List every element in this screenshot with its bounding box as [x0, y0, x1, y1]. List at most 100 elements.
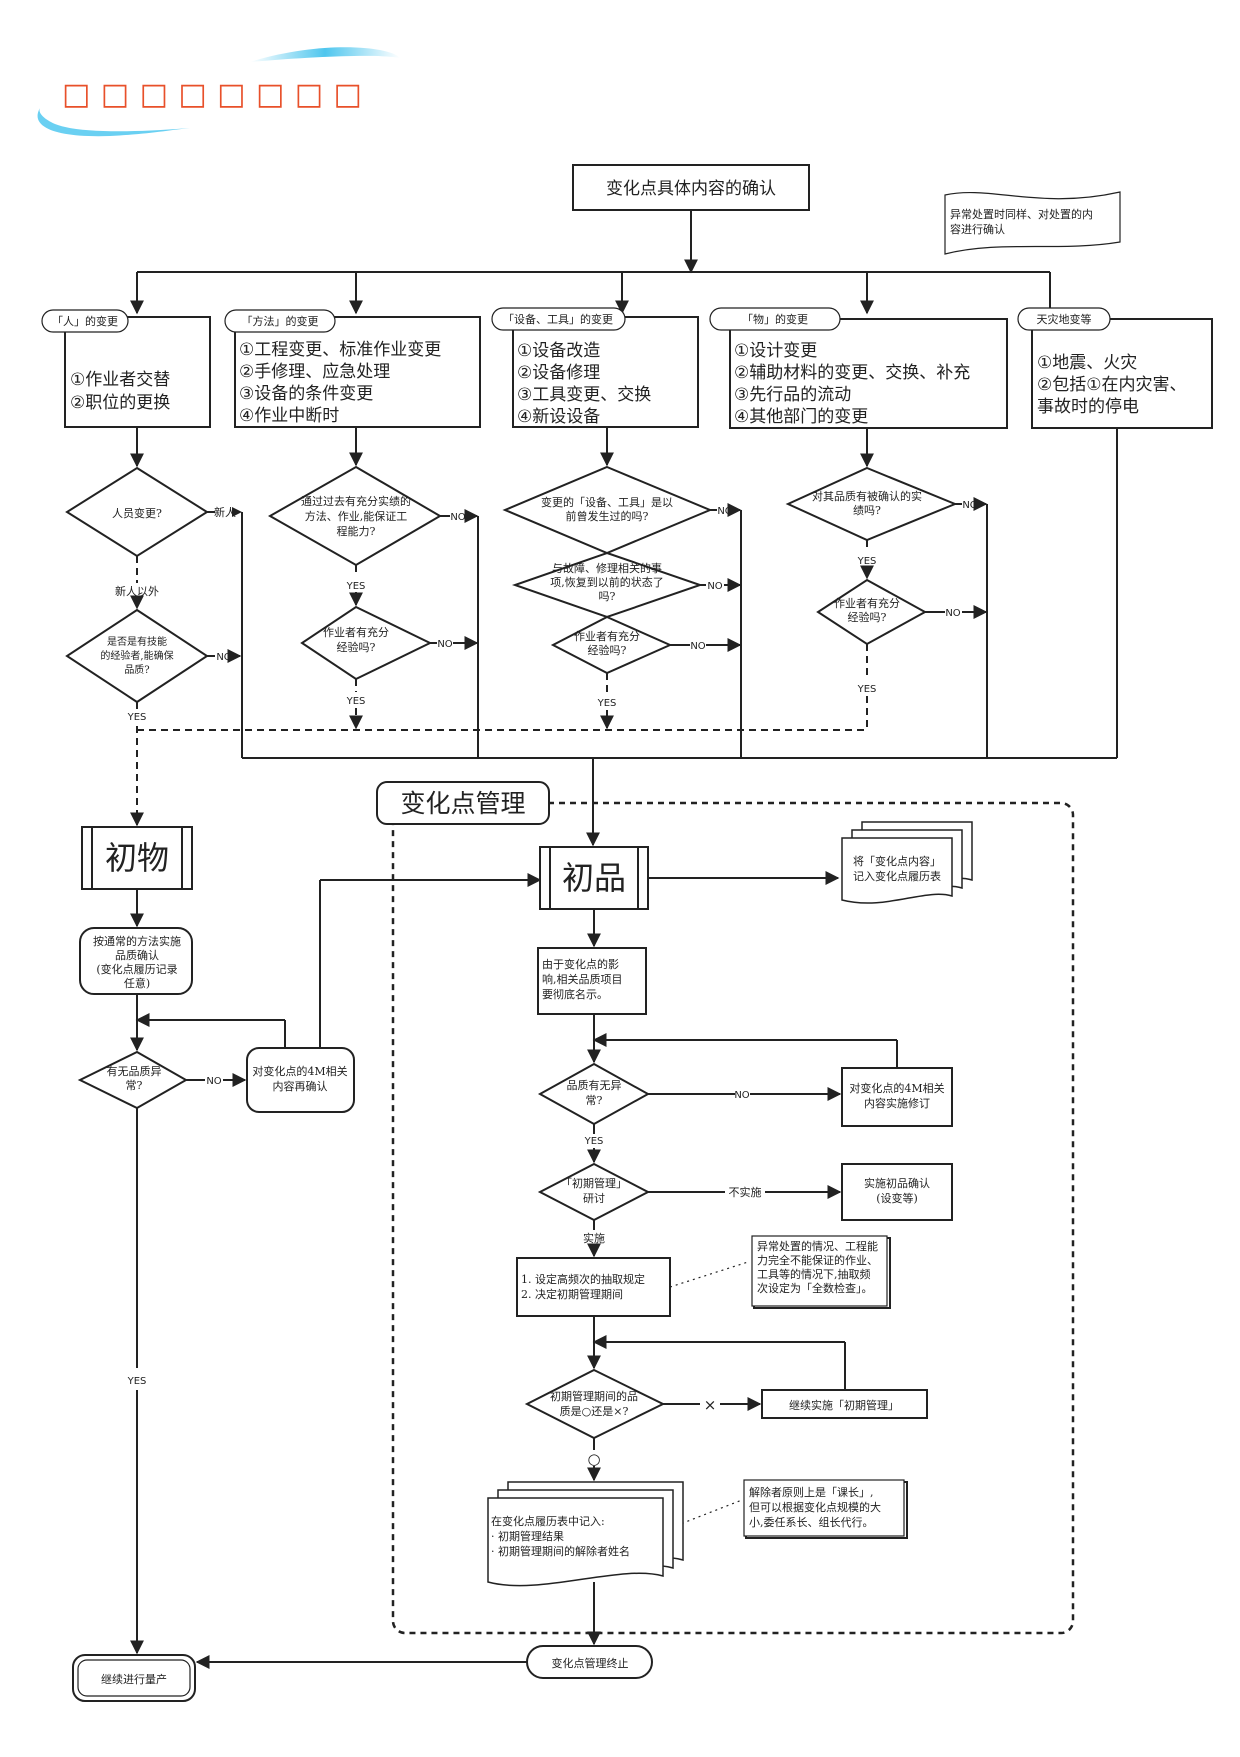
instruct-line: 由于变化点的影 — [542, 957, 619, 971]
left-confirm: 任意) — [124, 976, 150, 990]
category-equipment: 「设备、工具」的变更 ①设备改造 ②设备修理 ③工具变更、交换 ④新设设备 — [491, 307, 699, 428]
decision-person: 人员变更? — [112, 506, 162, 520]
mgmt-quality: 品质有无异 — [567, 1078, 622, 1092]
mgmt-quality: 常? — [586, 1094, 603, 1107]
label-no: NO — [707, 581, 722, 592]
mgmt-period: 初期管理期间的品 — [550, 1389, 638, 1403]
log-note-line: 但可以根据变化点规模的大 — [749, 1500, 881, 1514]
revise-line: 内容实施修订 — [864, 1096, 930, 1110]
label-yes: YES — [346, 696, 366, 707]
mgmt-period: 质是○还是×? — [560, 1405, 629, 1418]
decision-method-exp: 作业者有充分 — [323, 625, 389, 639]
label-no: NO — [717, 506, 732, 517]
management-tag — [376, 781, 550, 825]
category-item: ③设备的条件变更 — [239, 384, 373, 404]
decision-material: 对其品质有被确认的实 — [812, 489, 922, 503]
rules-line: 2. 决定初期管理期间 — [521, 1287, 623, 1301]
category-item: ②设备修理 — [517, 363, 600, 383]
rules-note-line: 工具等的情况下,抽取频 — [757, 1267, 871, 1281]
label-not-implement: 不实施 — [729, 1185, 762, 1199]
management-frame — [391, 801, 1075, 1635]
record-line: 记入变化点履历表 — [853, 869, 941, 883]
left-confirm: (变化点履历记录 — [96, 962, 177, 976]
mgmt-study: 研讨 — [583, 1192, 605, 1205]
label-no: NO — [690, 641, 705, 652]
rules-line: 1. 设定高频次的抽取规定 — [521, 1272, 645, 1286]
category-item: ②职位的更换 — [70, 393, 170, 413]
decision-person-skill: 是否是有技能 — [107, 635, 167, 648]
category-disaster: 天灾地变等 ①地震、火灾 ②包括①在内灾害、 事故时的停电 — [1017, 307, 1213, 429]
label-no: NO — [734, 1090, 749, 1101]
category-item: ①作业者交替 — [70, 370, 170, 390]
mass-production-label: 继续进行量产 — [101, 1672, 167, 1686]
instruct-line: 响,相关品质项目 — [542, 972, 623, 986]
initial-item-label: 初物 — [105, 839, 169, 877]
mgmt-study: 「初期管理」 — [561, 1176, 627, 1190]
log-line: 在变化点履历表中记入: — [491, 1514, 605, 1528]
decision-method: 通过过去有充分实绩的 — [301, 494, 411, 508]
category-item: ②包括①在内灾害、 — [1037, 375, 1186, 395]
rules-note-line: 力完全不能保证的作业、 — [757, 1253, 878, 1267]
start-label: 变化点具体内容的确认 — [606, 179, 776, 199]
label-implement: 实施 — [583, 1231, 605, 1245]
decision-equipment-repair: 吗? — [599, 590, 616, 603]
decision-equipment: 变更的「设备、工具」是以 — [541, 495, 673, 509]
rules-note-line: 次设定为「全数检查」。 — [757, 1281, 873, 1295]
label-no: NO — [962, 500, 977, 511]
implement-confirm-line: (设变等) — [876, 1191, 918, 1205]
decision-method: 程能力? — [337, 524, 376, 538]
category-item: ④其他部门的变更 — [734, 407, 868, 427]
implement-confirm-line: 实施初品确认 — [864, 1176, 930, 1190]
category-item: ④作业中断时 — [239, 406, 339, 426]
category-person: 「人」的变更 ①作业者交替 ②职位的更换 — [41, 309, 211, 428]
category-tag: 「人」的变更 — [52, 314, 118, 328]
label-yes: YES — [584, 1136, 604, 1147]
end-label: 变化点管理终止 — [552, 1656, 629, 1670]
label-yes: YES — [857, 556, 877, 567]
management-title: 变化点管理 — [400, 789, 525, 818]
label-no: NO — [450, 512, 465, 523]
rules-note: 异常处置的情况、工程能 力完全不能保证的作业、 工具等的情况下,抽取频 次设定为… — [751, 1235, 891, 1309]
category-material: 「物」的变更 ①设计变更 ②辅助材料的变更、交换、补充 ③先行品的流动 ④其他部… — [709, 307, 1008, 429]
label-yes: YES — [346, 581, 366, 592]
decision-equipment-repair: 与故障、修理相关的事 — [552, 561, 662, 575]
label-yes: YES — [857, 684, 877, 695]
mass-production-box: 继续进行量产 — [72, 1654, 196, 1702]
left-quality: 常? — [126, 1079, 143, 1092]
decision-equipment: 前曾发生过的吗? — [566, 509, 649, 523]
log-note-line: 小,委任系长、组长代行。 — [749, 1515, 874, 1529]
category-item: ①设计变更 — [734, 341, 817, 361]
log-note-line: 解除者原则上是「课长」, — [749, 1485, 874, 1499]
category-item: ④新设设备 — [517, 407, 600, 427]
initial-product-box: 初品 — [539, 846, 649, 910]
log-doc — [487, 1481, 684, 1587]
left-reconfirm: 内容再确认 — [273, 1079, 328, 1093]
label-yes: YES — [127, 712, 147, 723]
label-other: 新人以外 — [115, 584, 159, 598]
record-doc — [841, 821, 973, 904]
label-yes: YES — [127, 1376, 147, 1387]
category-item: ②辅助材料的变更、交换、补充 — [734, 363, 970, 383]
left-reconfirm: 对变化点的4M相关 — [252, 1064, 347, 1078]
label-yes: YES — [597, 698, 617, 709]
rules-note-line: 异常处置的情况、工程能 — [757, 1239, 878, 1253]
decision-material: 绩吗? — [853, 504, 881, 517]
category-tag: 「设备、工具」的变更 — [503, 312, 613, 326]
decision-material-exp: 作业者有充分 — [834, 596, 900, 610]
label-cross: × — [704, 1396, 717, 1414]
header-banner: □ □ □ □ □ □ □ □ — [37, 47, 400, 137]
decision-equipment-exp: 经验吗? — [588, 643, 627, 657]
category-item: ①工程变更、标准作业变更 — [239, 340, 441, 360]
revise-line: 对变化点的4M相关 — [849, 1081, 944, 1095]
category-item: ②手修理、应急处理 — [239, 362, 390, 382]
label-no: NO — [206, 1076, 221, 1087]
category-method: 「方法」的变更 ①工程变更、标准作业变更 ②手修理、应急处理 ③设备的条件变更 … — [224, 309, 481, 428]
note-line-2: 容进行确认 — [950, 222, 1005, 236]
left-quality: 有无品质异 — [107, 1064, 162, 1078]
category-item: ①地震、火灾 — [1037, 353, 1137, 373]
initial-product-label: 初品 — [562, 859, 626, 897]
category-tag: 「物」的变更 — [742, 312, 808, 326]
decision-method: 方法、作业,能保证工 — [305, 509, 408, 523]
label-no: NO — [437, 639, 452, 650]
